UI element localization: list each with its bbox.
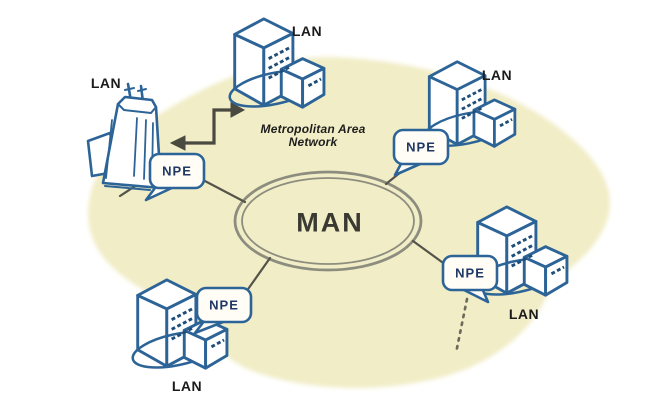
npe-label-bottom-left: NPE bbox=[209, 297, 239, 313]
npe-bubble-left bbox=[144, 152, 206, 202]
link-npe-bottom-right-to-ring bbox=[411, 239, 448, 267]
link-npe-left-to-ring bbox=[201, 178, 247, 204]
npe-label-right: NPE bbox=[406, 139, 436, 155]
lan-to-lan-arrow bbox=[169, 102, 246, 151]
lan-label-right: LAN bbox=[481, 67, 513, 83]
arrowhead-right bbox=[230, 102, 246, 118]
npe-bubble-bottom-left bbox=[193, 286, 253, 335]
metro-label-line1: Metropolitan Area bbox=[260, 122, 366, 137]
tower-building-icon-left bbox=[86, 82, 163, 191]
lan-label-bottom-right: LAN bbox=[508, 306, 540, 322]
metro-label-line2: Network bbox=[288, 135, 338, 149]
metropolitan-area-network-label: Metropolitan Area Network bbox=[261, 123, 366, 149]
man-ring-label: MAN bbox=[296, 207, 364, 238]
npe-bubbles bbox=[144, 128, 499, 335]
npe-label-bottom-right: NPE bbox=[455, 265, 485, 281]
link-npe-bottom-left-to-ring bbox=[244, 256, 272, 294]
arrowhead-left bbox=[169, 135, 186, 151]
npe-bubble-bottom-right bbox=[441, 254, 499, 304]
lan-label-left: LAN bbox=[90, 75, 122, 91]
npe-bubble-right bbox=[392, 128, 450, 177]
lan-label-top: LAN bbox=[291, 23, 323, 39]
dotted-link bbox=[454, 297, 469, 355]
lan-label-bottom-left: LAN bbox=[171, 378, 203, 394]
npe-label-left: NPE bbox=[162, 163, 192, 179]
man-ring bbox=[233, 170, 423, 272]
